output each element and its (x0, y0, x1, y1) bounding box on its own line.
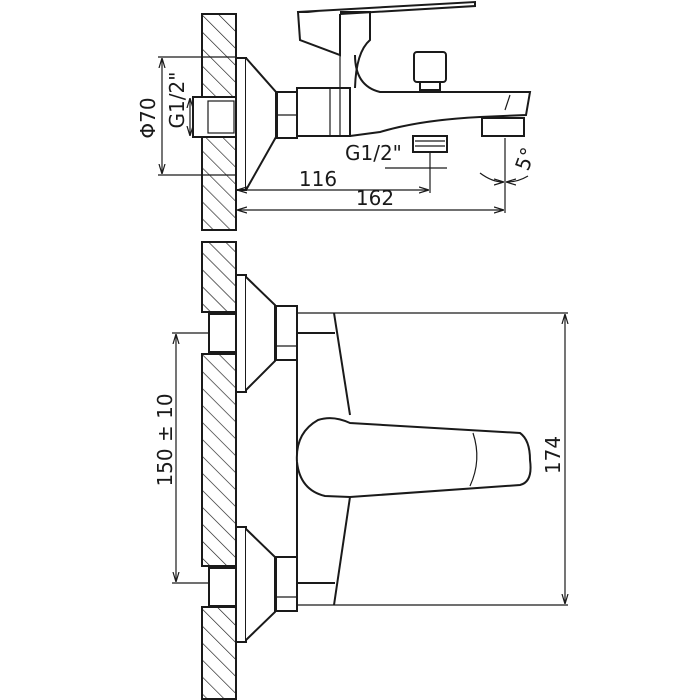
inlet-thread-label: G1/2" (165, 72, 189, 129)
spout-tip-detail (504, 94, 511, 111)
lever-handle-front (295, 417, 532, 499)
diverter-stem (419, 81, 441, 91)
angle-arc (479, 172, 503, 182)
dim-outlet-distance: 116 (299, 167, 337, 191)
body-neck-contour (340, 11, 371, 89)
inlet-pipe-bore (207, 100, 235, 134)
escutcheon-plate (235, 57, 247, 191)
wall-section-bottom (201, 606, 237, 700)
escutcheon-cone-bottom (245, 528, 276, 641)
dim-inlet-spacing: 150 ± 10 (153, 393, 177, 486)
body-upper-contour (333, 312, 351, 416)
escutcheon-cone-top (245, 276, 276, 391)
outlet-thread-label: G1/2" (345, 141, 402, 165)
lever-handle (297, 0, 476, 15)
inlet-stub-top (208, 313, 237, 353)
body-lower-contour (333, 496, 351, 606)
lever-tip-detail (469, 432, 478, 487)
escutcheon-top (235, 274, 247, 393)
angle-arc (507, 175, 529, 182)
wall-section-top (201, 241, 237, 313)
mixer-body (296, 87, 351, 137)
escutcheon-cone (245, 57, 277, 191)
diverter-knob (413, 51, 447, 83)
wall-section-middle (201, 353, 237, 567)
inlet-pipe-stub (192, 96, 237, 138)
front-view: 150 ± 10 174 (153, 241, 568, 700)
nut-top (275, 305, 298, 361)
nut-bottom (275, 556, 298, 612)
outlet-thread (412, 135, 448, 153)
spout-contour (349, 54, 532, 137)
inlet-stub-bottom (208, 567, 237, 607)
diameter-label: Φ70 (136, 97, 160, 138)
dim-total-depth: 162 (356, 186, 394, 210)
escutcheon-bottom (235, 526, 247, 643)
spout-outlet (481, 117, 525, 137)
cartridge-housing (296, 11, 341, 57)
spout-angle: 5° (510, 144, 540, 174)
side-view: Φ70 G1/2" G1/2" 116 162 5° (136, 0, 540, 231)
dim-height: 174 (541, 436, 565, 474)
